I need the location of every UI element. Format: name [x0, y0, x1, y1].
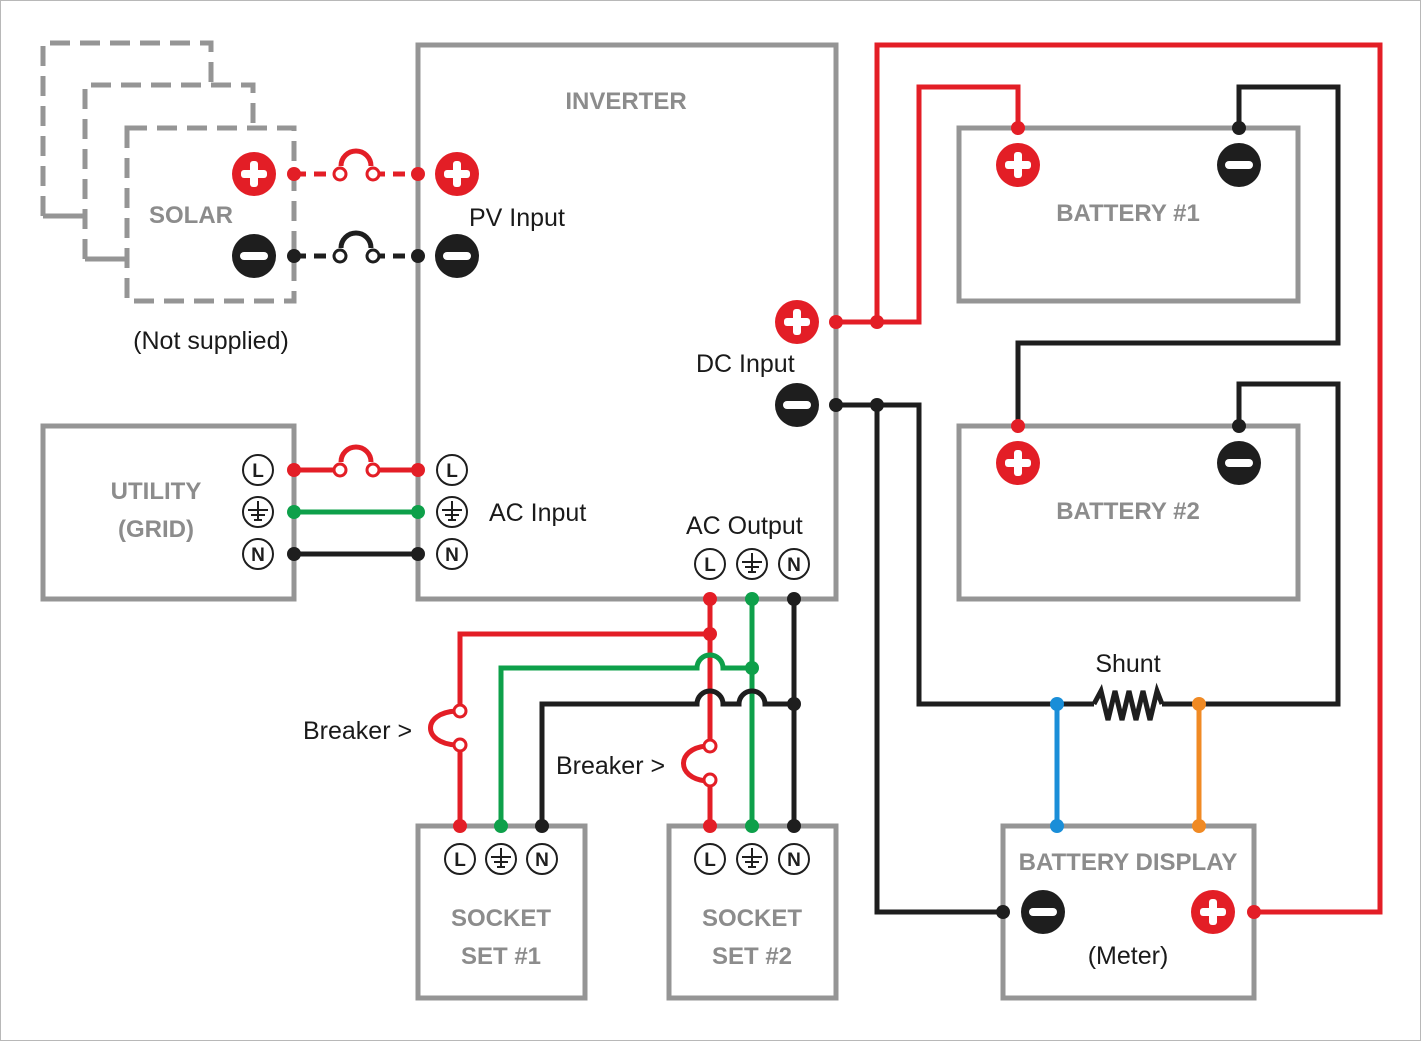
socket-1-title: SOCKET: [451, 905, 551, 932]
pv-wiring: [287, 148, 425, 264]
live-terminal-icon: L: [436, 454, 468, 486]
socket-2-subtitle: SET #2: [712, 943, 792, 970]
solar-positive-icon: [232, 152, 276, 196]
inverter-title: INVERTER: [565, 88, 686, 115]
earth-terminal-icon: [736, 843, 768, 875]
svg-text:N: N: [787, 850, 801, 871]
dc-positive-to-battery-1: [877, 84, 1021, 325]
breaker-2-label: Breaker >: [556, 752, 665, 780]
battery-1-negative-icon: [1217, 143, 1261, 187]
breaker-1-label: Breaker >: [303, 717, 412, 745]
battery-1-positive-icon: [996, 143, 1040, 187]
earth-terminal-icon: [242, 496, 274, 528]
earth-terminal-icon: [436, 496, 468, 528]
live-terminal-icon: L: [444, 843, 476, 875]
solar-note: (Not supplied): [133, 327, 289, 355]
svg-text:L: L: [704, 555, 716, 576]
battery-2-positive-icon: [996, 441, 1040, 485]
live-terminal-icon: L: [242, 454, 274, 486]
inverter: INVERTER PV Input DC Input AC Input AC O…: [415, 42, 839, 602]
svg-text:N: N: [251, 545, 265, 566]
dc-input-negative-icon: [775, 383, 819, 427]
neutral-terminal-icon: N: [526, 843, 558, 875]
svg-text:L: L: [252, 461, 264, 482]
dc-wiring: Shunt: [829, 42, 1383, 919]
utility-subtitle: (GRID): [118, 516, 194, 543]
ac-input-label: AC Input: [489, 499, 586, 527]
utility-title: UTILITY: [111, 478, 202, 505]
neutral-terminal-icon: N: [436, 538, 468, 570]
terminal-icons: L N L N L N L N L N: [242, 454, 810, 875]
breaker-2: [681, 743, 707, 784]
earth-terminal-icon: [736, 548, 768, 580]
battery-1-title: BATTERY #1: [1056, 200, 1200, 227]
svg-text:N: N: [445, 545, 459, 566]
ac-out-earth-socket-1: [498, 652, 752, 826]
ac-in-breaker: [338, 444, 374, 463]
svg-text:N: N: [787, 555, 801, 576]
dc-input-positive-icon: [775, 300, 819, 344]
svg-text:N: N: [535, 850, 549, 871]
shunt-label: Shunt: [1095, 650, 1160, 678]
earth-terminal-icon: [485, 843, 517, 875]
dc-negative-to-display: [874, 405, 1003, 915]
ac-out-neutral-socket-1: [539, 688, 794, 826]
solar-negative-icon: [232, 234, 276, 278]
solar-panels: SOLAR (Not supplied): [40, 40, 297, 355]
shunt-resistor: [1091, 682, 1165, 721]
svg-text:L: L: [446, 461, 458, 482]
ac-output-wiring: Breaker > Breaker >: [303, 592, 801, 833]
pv-input-label: PV Input: [469, 204, 565, 232]
battery-series-link: [1015, 84, 1341, 426]
breaker-1: [428, 708, 457, 748]
inverter-box: [415, 42, 839, 602]
pv-negative-fuse: [338, 230, 374, 249]
battery-display-note: (Meter): [1088, 942, 1169, 970]
pv-input-negative-icon: [435, 234, 479, 278]
battery-2-negative-icon: [1217, 441, 1261, 485]
polarity-icons: [232, 143, 1261, 934]
solar-title: SOLAR: [149, 202, 233, 229]
battery-display-negative-icon: [1021, 890, 1065, 934]
neutral-terminal-icon: N: [242, 538, 274, 570]
ac-out-live-socket-1: [457, 631, 710, 826]
live-terminal-icon: L: [694, 548, 726, 580]
svg-text:L: L: [454, 850, 466, 871]
battery-display-title: BATTERY DISPLAY: [1019, 849, 1238, 876]
svg-text:L: L: [704, 850, 716, 871]
neutral-terminal-icon: N: [778, 843, 810, 875]
pv-input-positive-icon: [435, 152, 479, 196]
ac-output-label: AC Output: [686, 512, 803, 540]
dc-input-label: DC Input: [696, 350, 795, 378]
live-terminal-icon: L: [694, 843, 726, 875]
battery-display-positive-icon: [1191, 890, 1235, 934]
socket-1-subtitle: SET #1: [461, 943, 541, 970]
ac-input-wiring: [287, 444, 425, 561]
battery-2-title: BATTERY #2: [1056, 498, 1200, 525]
socket-2-title: SOCKET: [702, 905, 802, 932]
neutral-terminal-icon: N: [778, 548, 810, 580]
pv-positive-fuse: [338, 148, 374, 167]
